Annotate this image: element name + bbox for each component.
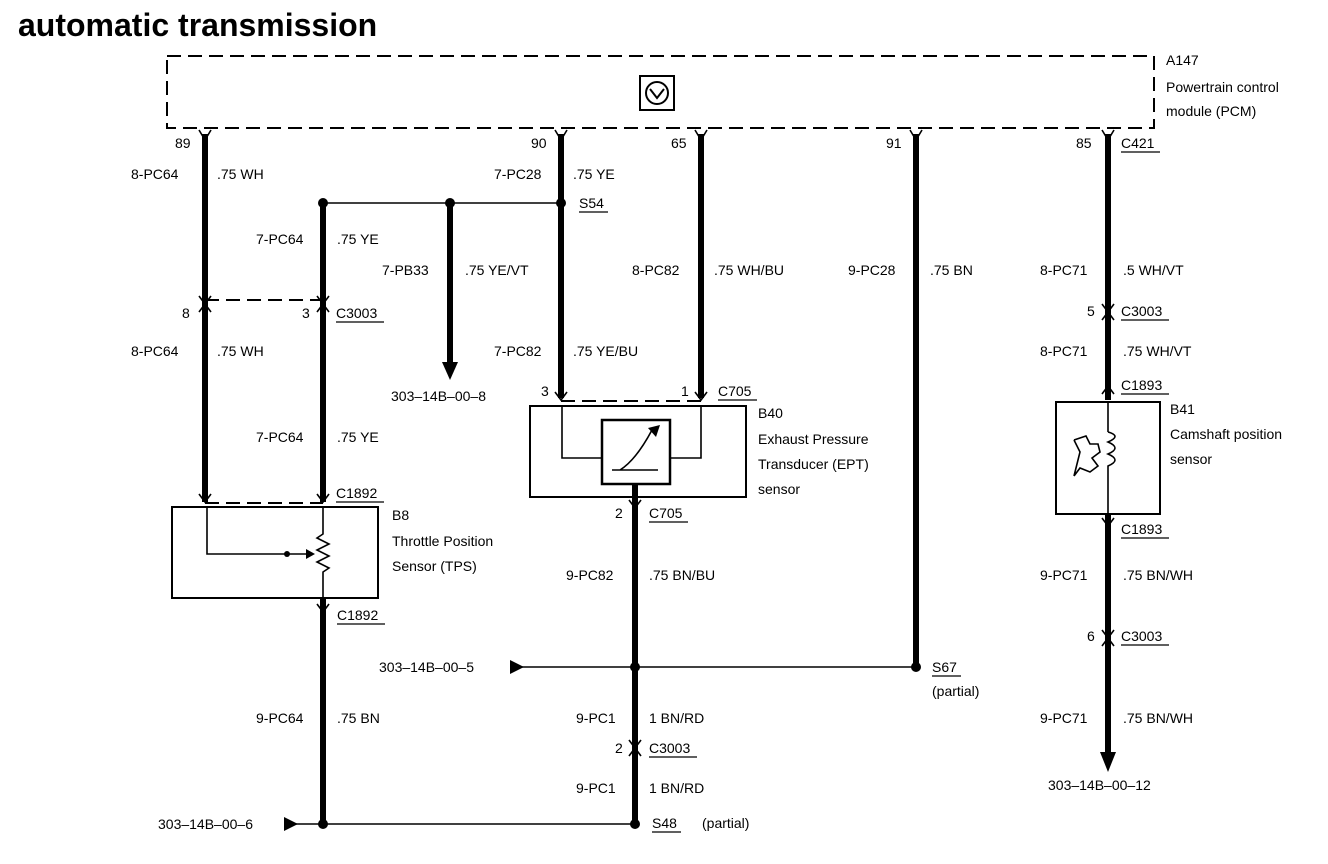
ref-303-14b-00-5: 303–14B–00–5 — [379, 659, 474, 675]
pcm-module-icon — [639, 75, 675, 111]
wire-label-9-pc28: 9-PC28 — [848, 262, 896, 278]
pin-65: 65 — [671, 135, 687, 151]
coil-icon — [1105, 402, 1116, 514]
wire-label-9-pc64: 9-PC64 — [256, 710, 304, 726]
wire-label-8-pc71: 8-PC71 — [1040, 262, 1088, 278]
ept-ref: B40 — [758, 405, 783, 421]
connector-c705-b: C705 — [649, 505, 683, 521]
pin-1-c705: 1 — [681, 383, 689, 399]
wire-spec-5-wh-vt: .5 WH/VT — [1123, 262, 1184, 278]
wire-spec-75-ye-pc28: .75 YE — [573, 166, 615, 182]
connector-c1893-b: C1893 — [1121, 521, 1162, 537]
wire-spec-1-bn-rd-a: 1 BN/RD — [649, 710, 704, 726]
pcm-name-line2: module (PCM) — [1166, 103, 1256, 119]
wire-label-7-pc82: 7-PC82 — [494, 343, 542, 359]
cmp-name-line2: sensor — [1170, 451, 1212, 467]
connector-c3003-d: C3003 — [1121, 628, 1162, 644]
wire-spec-75-wh-bu: .75 WH/BU — [714, 262, 784, 278]
wire-spec-75-bn-wh: .75 BN/WH — [1123, 567, 1193, 583]
connector-c1892-b: C1892 — [337, 607, 378, 623]
pin-90: 90 — [531, 135, 547, 151]
wire-spec-75-ye: .75 YE — [337, 231, 379, 247]
wire-spec-75-bn-wh-b: .75 BN/WH — [1123, 710, 1193, 726]
wire-spec-75-ye-vt: .75 YE/VT — [465, 262, 529, 278]
wire-label-7-pc28: 7-PC28 — [494, 166, 542, 182]
wire-label-8-pc71-b: 8-PC71 — [1040, 343, 1088, 359]
ref-303-14b-00-6: 303–14B–00–6 — [158, 816, 253, 832]
wire-label-7-pc64-b: 7-PC64 — [256, 429, 304, 445]
s67-partial: (partial) — [932, 683, 979, 699]
pcm-name-line1: Powertrain control — [1166, 79, 1279, 95]
wire-spec-75-ye-b: .75 YE — [337, 429, 379, 445]
tps-name-line1: Throttle Position — [392, 533, 493, 549]
potentiometer-icon — [315, 507, 331, 598]
splice-s54: S54 — [579, 195, 604, 211]
ept-name-line3: sensor — [758, 481, 800, 497]
tps-ref: B8 — [392, 507, 409, 523]
ept-name-line2: Transducer (EPT) — [758, 456, 869, 472]
cmp-ref: B41 — [1170, 401, 1195, 417]
wire-label-8-pc82: 8-PC82 — [632, 262, 680, 278]
pin-2-c705: 2 — [615, 505, 623, 521]
wire-spec-75-wh: .75 WH — [217, 166, 264, 182]
pin-2-c3003: 2 — [615, 740, 623, 756]
connector-c705-a: C705 — [718, 383, 752, 399]
pin-8: 8 — [182, 305, 190, 321]
connector-c3003-a: C3003 — [336, 305, 377, 321]
pin-89: 89 — [175, 135, 191, 151]
cmp-name-line1: Camshaft position — [1170, 426, 1282, 442]
connector-c3003-b: C3003 — [649, 740, 690, 756]
ref-303-14b-00-12: 303–14B–00–12 — [1048, 777, 1151, 793]
ref-303-14b-00-8: 303–14B–00–8 — [391, 388, 486, 404]
wire-label-9-pc82: 9-PC82 — [566, 567, 614, 583]
transducer-icon — [600, 418, 672, 486]
connector-c1892-a: C1892 — [336, 485, 377, 501]
pin-5-c3003: 5 — [1087, 303, 1095, 319]
pin-3-c705: 3 — [541, 383, 549, 399]
wire-label-9-pc71-b: 9-PC71 — [1040, 710, 1088, 726]
wire-spec-75-wh-vt: .75 WH/VT — [1123, 343, 1192, 359]
wire-spec-1-bn-rd-b: 1 BN/RD — [649, 780, 704, 796]
tps-sensor-box — [171, 506, 379, 599]
pin-91: 91 — [886, 135, 902, 151]
reluctor-icon — [1073, 435, 1101, 477]
pin-85: 85 — [1076, 135, 1092, 151]
wire-label-9-pc1-b: 9-PC1 — [576, 780, 616, 796]
connector-c3003-c: C3003 — [1121, 303, 1162, 319]
wire-label-9-pc71: 9-PC71 — [1040, 567, 1088, 583]
pin-6-c3003: 6 — [1087, 628, 1095, 644]
wire-spec-75-bn-pc64: .75 BN — [337, 710, 380, 726]
pin-3-c3003: 3 — [302, 305, 310, 321]
connector-c421: C421 — [1121, 135, 1155, 151]
pcm-module-box — [166, 55, 1155, 129]
wire-spec-75-bn-bu: .75 BN/BU — [649, 567, 715, 583]
splice-s48: S48 — [652, 815, 677, 831]
tps-name-line2: Sensor (TPS) — [392, 558, 477, 574]
wire-label-7-pc64: 7-PC64 — [256, 231, 304, 247]
wire-label-8-pc64: 8-PC64 — [131, 166, 179, 182]
wire-spec-75-wh-b: .75 WH — [217, 343, 264, 359]
wire-spec-75-bn-pc28: .75 BN — [930, 262, 973, 278]
ept-name-line1: Exhaust Pressure — [758, 431, 869, 447]
page-title: automatic transmission — [18, 7, 377, 43]
pcm-ref: A147 — [1166, 52, 1199, 68]
wire-spec-75-ye-bu: .75 YE/BU — [573, 343, 638, 359]
s48-partial: (partial) — [702, 815, 749, 831]
wire-label-9-pc1-a: 9-PC1 — [576, 710, 616, 726]
connector-c1893-a: C1893 — [1121, 377, 1162, 393]
wire-label-8-pc64-b: 8-PC64 — [131, 343, 179, 359]
splice-s67: S67 — [932, 659, 957, 675]
wire-label-7-pb33: 7-PB33 — [382, 262, 429, 278]
